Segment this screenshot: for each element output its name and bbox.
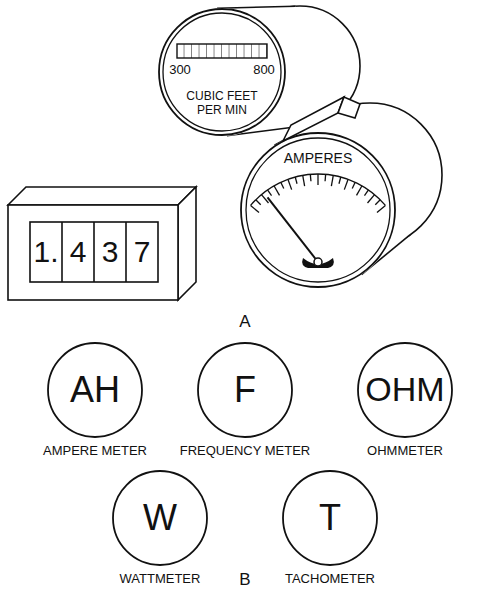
meter-caption: AMPERE METER [43,444,147,459]
meter-symbol: AHAMPERE METER [47,342,143,438]
scale-tick [274,186,280,196]
bar-graph [177,44,267,58]
meter-symbol: OHMOHMMETER [357,342,453,438]
meter-symbol: TTACHOMETER [282,470,378,566]
dial-text: 800 [253,63,275,78]
meter-caption: TACHOMETER [285,572,375,587]
meter-caption: WATTMETER [120,572,201,587]
outline [113,471,207,565]
bezel-ring [163,13,281,131]
scale-tick [317,174,318,185]
meter-symbol: WWATTMETER [112,470,208,566]
scale-tick [367,195,374,203]
digital-counter [8,187,196,300]
scale-tick [357,186,363,196]
dial-text: 1. [33,235,58,270]
part-letter: A [239,312,250,332]
bezel-ring [246,138,390,282]
scale-tick [268,190,272,196]
meter-caption: FREQUENCY METER [180,444,311,459]
meter-caption: OHMMETER [367,444,443,459]
mounting-clip [338,97,360,118]
outline [358,343,452,437]
meter-letter: AH [70,369,120,410]
scale-tick [256,200,261,205]
outline [48,343,142,437]
part-letter: B [239,570,250,590]
scale-tick [331,175,333,186]
outline [198,343,292,437]
counter-face: 1. 437 [8,205,178,300]
scale-tick [339,177,341,184]
meter-letter: W [143,497,177,538]
meter-letter: F [234,369,256,410]
scale-tick [281,182,284,188]
ammeter-face: AMPERES [240,132,396,288]
dial-scale [251,174,386,213]
scale-tick [251,205,259,212]
scale-tick [288,179,292,189]
dial-text: AMPERES [284,150,352,166]
outline [283,471,377,565]
scale-tick [295,177,297,184]
outline [241,133,395,287]
scale-tick [303,175,305,186]
scale-tick [310,174,312,181]
dial-text: 4 [70,235,87,270]
outline [159,9,285,135]
scale-tick [324,174,326,181]
needle [268,197,334,268]
dial-text: 300 [169,63,191,78]
scale-tick [375,200,380,205]
scale-tick [344,179,348,189]
dial-text: 3 [102,235,119,270]
meter-symbol: FFREQUENCY METER [197,342,293,438]
scale-tick [377,205,385,212]
scale-tick [364,190,368,196]
dial-text: 7 [134,235,151,270]
flowmeter-face: 300 800CUBIC FEET PER MIN [158,8,286,136]
meter-letter: OHM [365,370,444,409]
meter-letter: T [319,497,341,538]
ammeter-body [240,97,442,288]
scale-tick [352,182,355,188]
dial-text: CUBIC FEET PER MIN [176,90,268,118]
